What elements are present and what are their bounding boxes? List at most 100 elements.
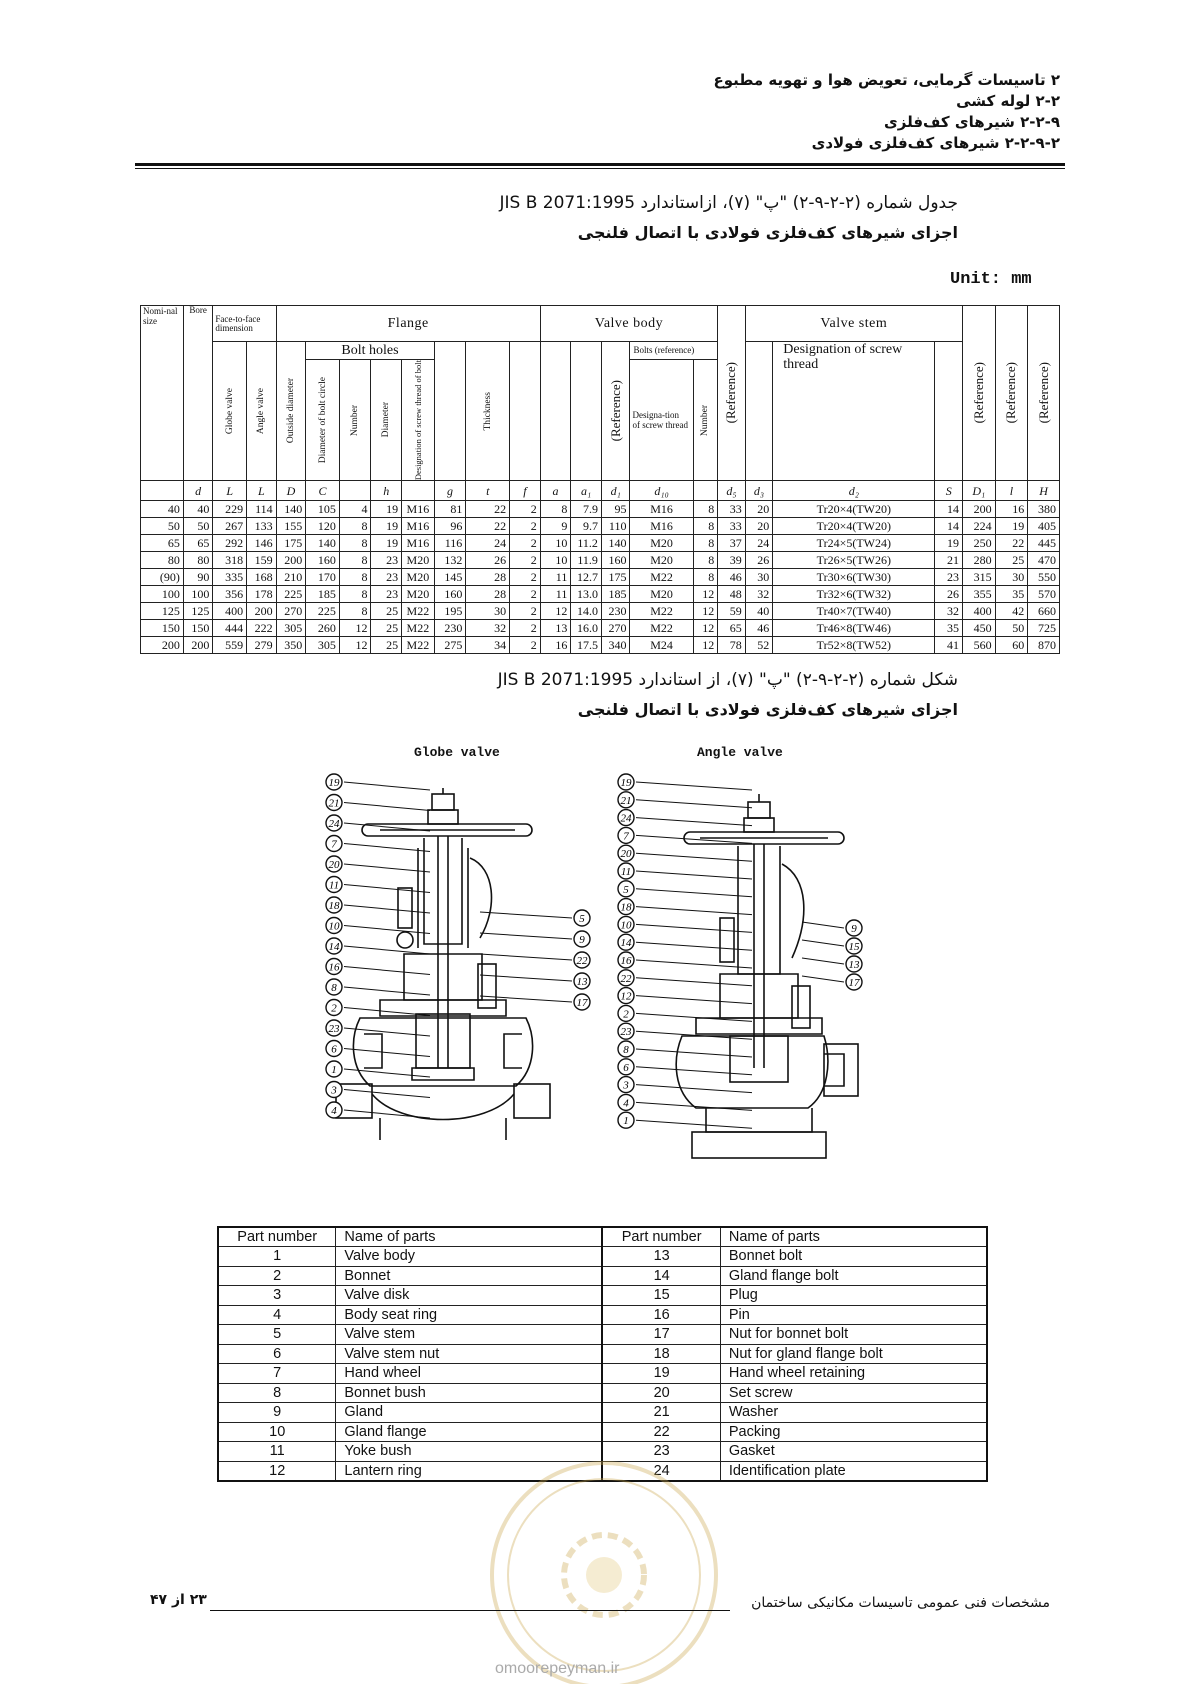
spec-cell: M22 xyxy=(629,568,694,587)
part-number: 14 xyxy=(601,1265,721,1286)
part-name: Packing xyxy=(719,1421,988,1442)
spec-cell: 185 xyxy=(600,585,631,604)
callout-leader xyxy=(635,799,753,809)
callout-balloon xyxy=(325,855,343,873)
spec-cell: M16 xyxy=(401,534,435,553)
callout-balloon xyxy=(617,969,635,987)
hdr-d5-reference: (Reference) xyxy=(723,362,739,424)
sym-d1: d₁ xyxy=(600,480,631,502)
sym-a1: a₁ xyxy=(570,480,602,502)
spec-cell: 19 xyxy=(370,517,403,536)
spec-cell: 39 xyxy=(717,551,746,570)
sym-L2: L xyxy=(246,480,277,502)
callout-number: 1 xyxy=(331,1064,337,1076)
table-caption-subtitle: اجزای شیرهای کف‌فلزی فولادی با اتصال فلن… xyxy=(577,223,958,242)
callout-number: 14 xyxy=(329,941,341,953)
spec-cell: Tr46×8(TW46) xyxy=(772,619,936,638)
hdr-valve-stem: Valve stem xyxy=(744,305,963,342)
callout-number: 22 xyxy=(577,955,589,967)
hdr-bolt-number: Number xyxy=(700,404,711,436)
spec-cell: 25 xyxy=(370,619,403,638)
sym-S: S xyxy=(934,480,963,502)
spec-cell: 52 xyxy=(744,636,774,655)
sym-d3: d₃ xyxy=(744,480,774,502)
spec-cell: 17.5 xyxy=(570,636,602,655)
spec-cell: 34 xyxy=(465,636,511,655)
sym-l: l xyxy=(994,480,1029,502)
sym-H: H xyxy=(1027,480,1060,502)
spec-cell: 356 xyxy=(212,585,248,604)
spec-cell: M22 xyxy=(401,636,435,655)
spec-cell: 8 xyxy=(338,568,372,587)
spec-cell: 305 xyxy=(275,619,307,638)
callout-balloon xyxy=(325,1019,343,1037)
part-number: 11 xyxy=(217,1441,337,1462)
spec-cell: 9.7 xyxy=(570,517,602,536)
callout-number: 2 xyxy=(331,1003,337,1015)
spec-cell: 8 xyxy=(692,551,719,570)
part-number: 24 xyxy=(601,1460,721,1481)
sym-D: D xyxy=(275,480,307,502)
footer-rule xyxy=(210,1610,730,1611)
spec-cell: 65 xyxy=(140,534,184,553)
hdr-H-reference: (Reference) xyxy=(1035,362,1051,424)
globe-valve-label: Globe valve xyxy=(414,745,500,760)
callout-balloon xyxy=(325,998,343,1017)
spec-cell: 8 xyxy=(338,602,372,621)
callout-number: 2 xyxy=(623,1008,629,1020)
spec-cell: 160 xyxy=(600,551,631,570)
spec-cell: 12 xyxy=(692,636,719,655)
spec-cell: 25 xyxy=(994,551,1029,570)
spec-cell: 8 xyxy=(338,517,372,536)
spec-cell: 46 xyxy=(744,619,774,638)
hdr-l-reference: (Reference) xyxy=(1003,362,1019,424)
spec-cell: 19 xyxy=(370,500,403,519)
spec-cell: 12 xyxy=(338,619,372,638)
spec-cell: 229 xyxy=(212,500,248,519)
spec-cell: 560 xyxy=(961,636,996,655)
spec-cell: 40 xyxy=(182,500,214,519)
callout-leader xyxy=(635,941,753,951)
spec-cell: 23 xyxy=(934,568,963,587)
callout-leader xyxy=(635,852,753,862)
spec-cell: M24 xyxy=(629,636,694,655)
page-header: ۲ تاسیسات گرمایی، تعویض هوا و تهویه مطبو… xyxy=(260,70,1060,154)
callout-number: 7 xyxy=(331,839,337,851)
callout-number: 16 xyxy=(329,962,341,974)
part-number: 4 xyxy=(217,1304,337,1325)
spec-cell: 355 xyxy=(961,585,996,604)
callout-leader xyxy=(343,1068,431,1078)
part-name: Bonnet xyxy=(335,1265,603,1286)
callout-leader xyxy=(343,843,431,852)
callout-leader xyxy=(635,1066,753,1076)
spec-cell: 200 xyxy=(275,551,307,570)
callout-balloon xyxy=(845,937,863,955)
spec-cell: 160 xyxy=(433,585,467,604)
spec-cell: 30 xyxy=(744,568,774,587)
callout-number: 19 xyxy=(329,777,341,789)
hdr-bolt-designation: Designation of screw thread of bolt xyxy=(412,360,423,481)
spec-cell: 125 xyxy=(140,602,184,621)
callout-number: 4 xyxy=(623,1097,629,1109)
part-number: 10 xyxy=(217,1421,337,1442)
spec-cell: 8 xyxy=(338,585,372,604)
spec-cell: 100 xyxy=(182,585,214,604)
sym-D1: D₁ xyxy=(961,480,996,502)
callout-leader xyxy=(343,945,431,955)
callout-balloon xyxy=(617,880,635,898)
spec-cell: 292 xyxy=(212,534,248,553)
part-name: Bonnet bush xyxy=(335,1382,603,1403)
spec-cell: 50 xyxy=(140,517,184,536)
spec-cell: 14 xyxy=(934,500,963,519)
spec-cell: 48 xyxy=(717,585,746,604)
spec-cell: 210 xyxy=(275,568,307,587)
callout-balloon xyxy=(617,915,635,934)
spec-cell: 19 xyxy=(994,517,1029,536)
spec-cell: 30 xyxy=(994,568,1029,587)
spec-cell: 32 xyxy=(744,585,774,604)
sym-d5: d₅ xyxy=(717,480,746,502)
part-number: 6 xyxy=(217,1343,337,1364)
